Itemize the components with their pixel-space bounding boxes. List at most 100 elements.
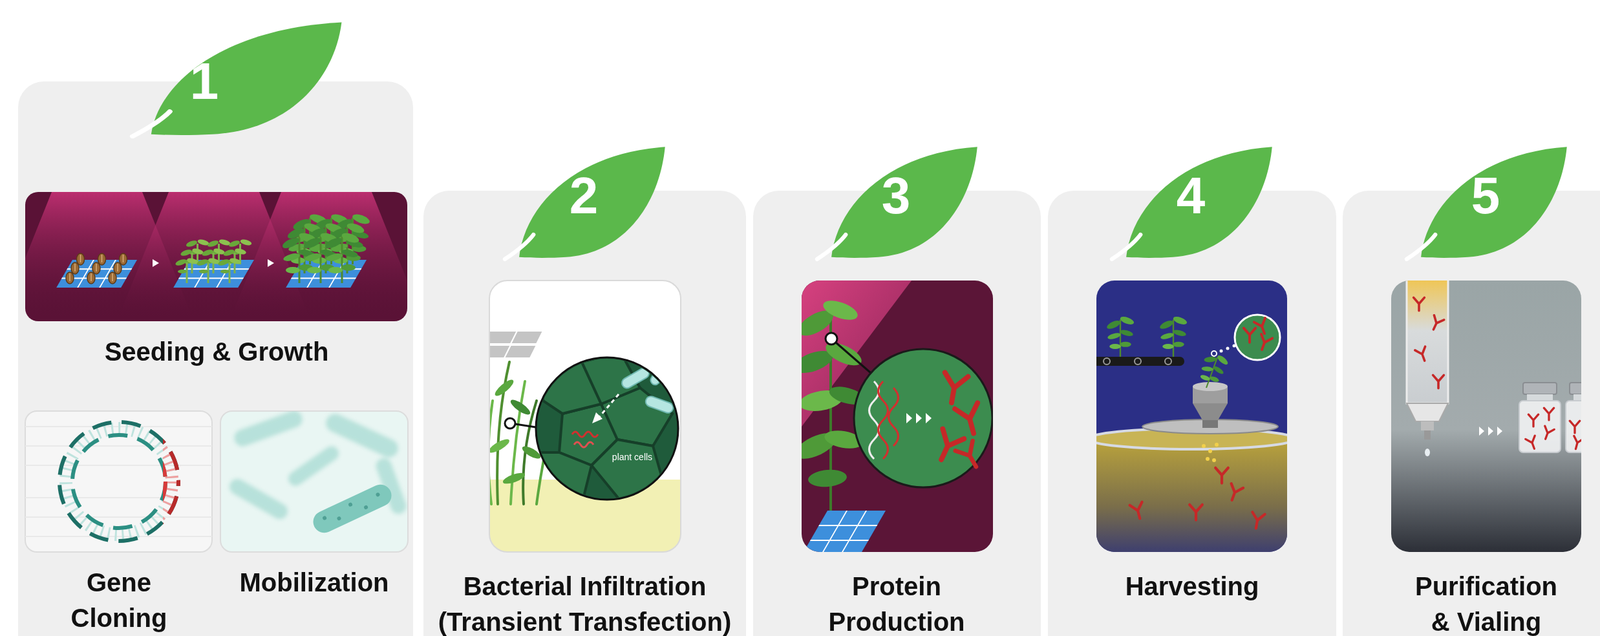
purification-illustration-part-part (1406, 403, 1449, 422)
seeding-illustration-part (113, 262, 122, 275)
production-illustration-part (801, 280, 993, 553)
step-label: Mobilization (223, 565, 405, 601)
step-number: 1 (165, 49, 244, 114)
step-label: Purification & Vialing (1405, 568, 1568, 636)
bacteria-illustration-part-part (309, 480, 395, 537)
seeding-illustration-part (76, 253, 85, 266)
production-illustration-part-part (821, 296, 861, 324)
production-illustration-part-part (835, 342, 871, 374)
bacteria-illustration (220, 408, 409, 553)
harvest-illustration-part-part-part (1214, 442, 1219, 447)
harvest-illustration-part-part-part (1134, 358, 1142, 365)
seeding-illustration-part (217, 257, 242, 284)
text-slot: 5 (1446, 163, 1525, 229)
plasmid-illustration-part-part (59, 422, 179, 542)
infiltration-illustration-part-part-part (489, 437, 512, 456)
harvest-illustration-part (1096, 280, 1288, 553)
harvest-illustration-part-part (1249, 512, 1265, 530)
text-slot: 1 (165, 49, 244, 114)
harvest-illustration-part-part (1105, 315, 1135, 357)
harvest-illustration-part-part-part (1205, 457, 1210, 461)
step-panel: 3Protein Production (753, 190, 1041, 636)
seeding-illustration-part (267, 259, 275, 267)
plasmid-illustration-part-part-part (162, 435, 166, 529)
infiltration-illustration-part-part-part (536, 352, 673, 505)
production-illustration-part-part (925, 413, 932, 424)
harvest-illustration (1088, 280, 1295, 553)
purification-illustration-part-part (1570, 436, 1582, 451)
bacteria-illustration-part-part-part (321, 515, 328, 521)
purification-illustration-part (1391, 280, 1582, 553)
text-slot: Bacterial Infiltration (Transient Transf… (426, 568, 743, 636)
infiltration-illustration-part-part-part (599, 394, 619, 417)
production-illustration-part-part (878, 381, 889, 459)
step-panel: 1Seeding & GrowthGene CloningMobilizatio… (18, 81, 414, 636)
step-number: 5 (1446, 163, 1525, 229)
purification-illustration (1391, 271, 1600, 553)
leaf-badge-part (1111, 146, 1273, 260)
production-illustration-part-part (955, 440, 985, 472)
seeding-illustration-part (92, 262, 101, 275)
seeding-illustration (25, 192, 408, 322)
infiltration-illustration-part-part-part-part (536, 452, 592, 505)
production-illustration-part-part (930, 428, 965, 465)
infiltration-illustration-part-part-part (501, 470, 527, 487)
leaf-badge-part (817, 146, 978, 260)
bacteria-illustration-part-part-part (375, 491, 381, 498)
step-label: Bacterial Infiltration (Transient Transf… (426, 568, 743, 636)
harvest-illustration-part-part (1256, 334, 1273, 352)
step-number: 2 (544, 163, 623, 229)
production-illustration-part-part (916, 413, 922, 424)
purification-illustration-part-part (1523, 382, 1557, 395)
bacteria-illustration-part-part-part (363, 504, 369, 511)
harvest-illustration-part-part-part (1212, 458, 1216, 463)
infiltration-illustration-part-part-part-part (591, 439, 666, 502)
text-slot: plant cells (603, 451, 662, 463)
infiltration-illustration-part-part (489, 280, 681, 553)
image-card: Bacterial Infiltration (Transient Transf… (426, 280, 743, 636)
bacteria-illustration-part-part-part (285, 443, 342, 489)
image-card: Seeding & Growth (25, 192, 408, 374)
leaf-badge-part (1406, 146, 1568, 260)
harvest-illustration-part-part (1192, 403, 1228, 421)
leaf-badge-part (132, 21, 342, 137)
purification-illustration-part-part (1526, 394, 1553, 401)
production-illustration (790, 280, 993, 556)
harvest-illustration-part-part (1202, 420, 1218, 428)
production-illustration-part-part (853, 349, 993, 488)
seeding-illustration-part (174, 257, 200, 284)
harvest-illustration-part-part (1096, 356, 1185, 366)
plasmid-illustration-part-part-part (162, 422, 179, 542)
infiltration-illustration-part-part (536, 352, 675, 505)
harvest-illustration-part-part-part (1201, 444, 1206, 448)
production-illustration-part-part-part (801, 510, 886, 553)
seeding-illustration-part (195, 257, 221, 284)
seeding-illustration-part (87, 272, 96, 284)
harvest-illustration-part-part (1243, 328, 1256, 343)
text-slot: 3 (857, 163, 935, 229)
callout-label: plant cells (603, 451, 662, 463)
panel-ground-part (423, 190, 747, 636)
seeding-illustration-part (119, 253, 128, 266)
leaf-badge-part (504, 146, 666, 260)
harvest-illustration-part-part (1103, 358, 1172, 365)
infiltration-illustration (486, 280, 681, 553)
harvest-illustration-part-part (1201, 442, 1219, 463)
plasmid-illustration-part-part-part (162, 428, 172, 535)
infiltration-illustration-part-part-part-part (649, 359, 670, 387)
seeding-illustration-part (65, 272, 74, 284)
infiltration-illustration-part-part-part-part (619, 366, 651, 391)
panel-ground-part (18, 81, 414, 636)
infiltration-illustration-part-part (489, 377, 543, 487)
purification-illustration-part-part (1573, 394, 1582, 401)
purification-illustration-part-part (1497, 426, 1503, 436)
harvest-illustration-part-part (1225, 483, 1244, 503)
seeding-illustration-part (98, 253, 107, 266)
production-illustration-part-part (888, 387, 899, 447)
step-panel: 2Bacterial Infiltration (Transient Trans… (423, 190, 747, 636)
bacteria-illustration-part-part-part (347, 502, 353, 508)
step-label: Protein Production (799, 568, 994, 636)
production-illustration-part-part (807, 468, 848, 489)
infiltration-illustration-part-part-part (504, 345, 537, 359)
